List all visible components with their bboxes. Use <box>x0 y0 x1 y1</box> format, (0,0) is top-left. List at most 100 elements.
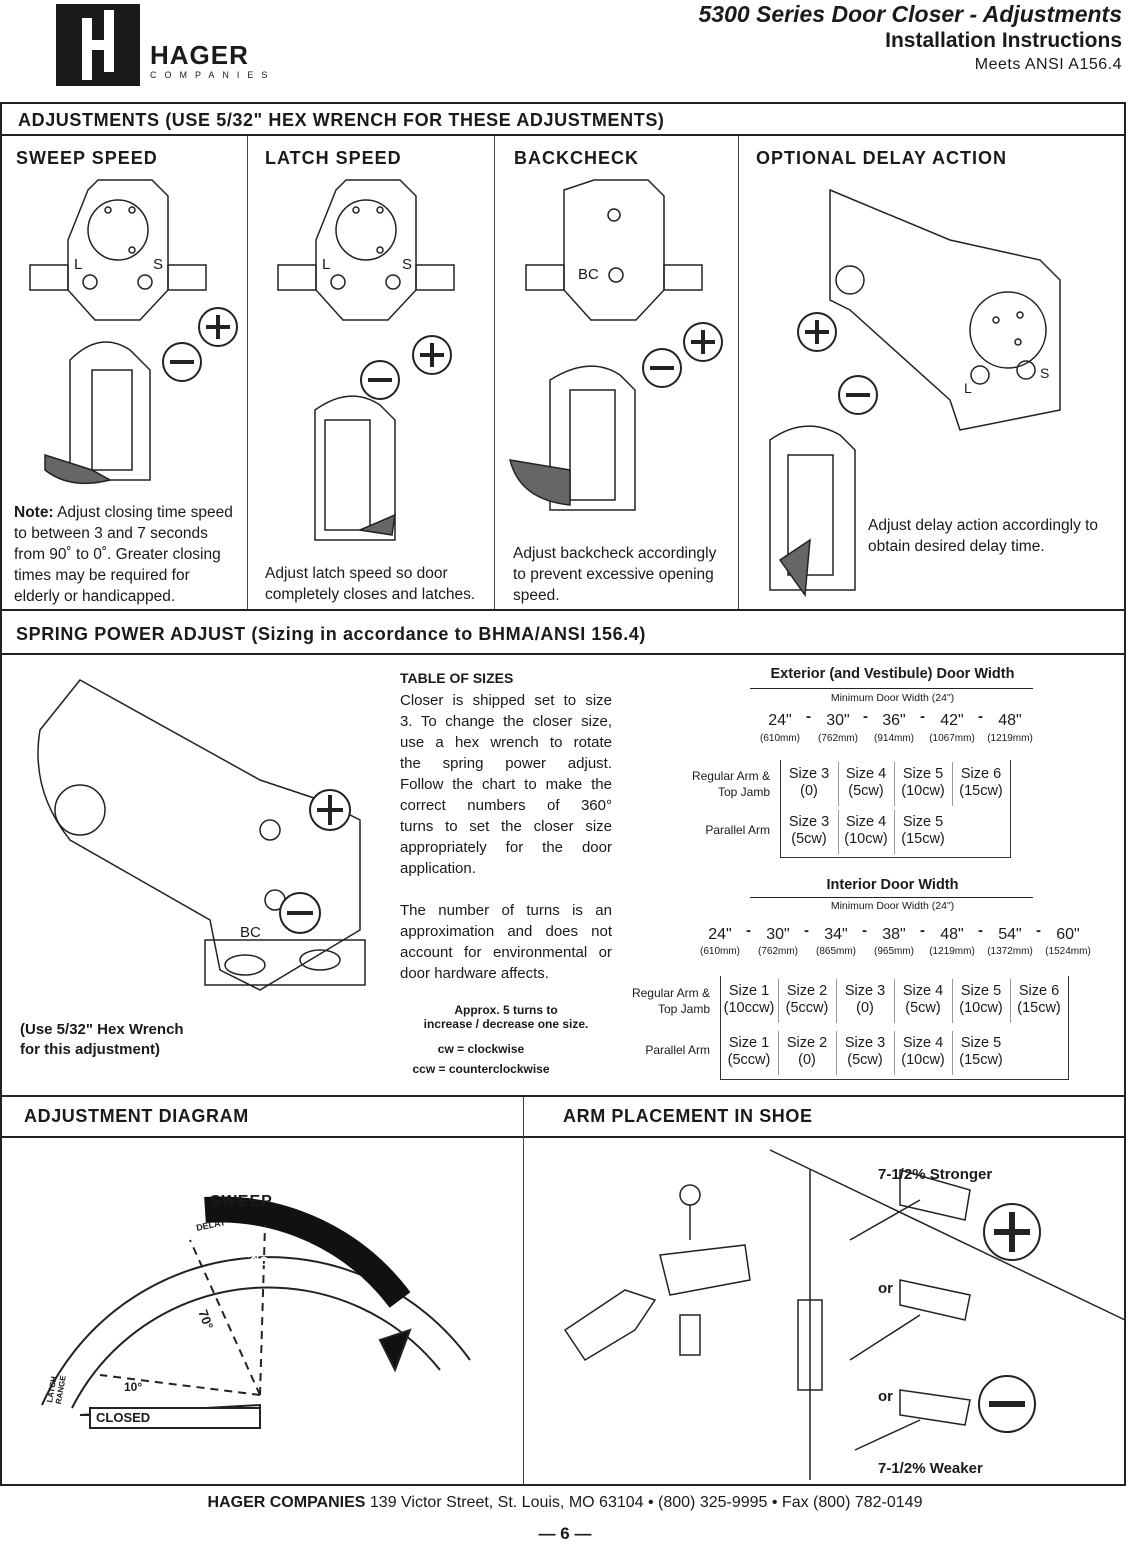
hager-logo-glyph <box>82 10 114 80</box>
spring-bc-label: BC <box>240 924 261 941</box>
shoe-exploded-illustration <box>563 1184 751 1362</box>
size-turns: (10cw) <box>901 1052 945 1068</box>
size-turns: (10ccw) <box>723 1000 775 1016</box>
backcheck-title: BACKCHECK <box>514 148 639 168</box>
width-value: 38" <box>882 926 906 943</box>
width-dash: - <box>862 922 867 939</box>
latch-caption: Adjust latch speed so door completely cl… <box>265 563 475 605</box>
size-turns: (5cw) <box>848 783 884 799</box>
table-border <box>952 762 953 806</box>
size-name: Size 5 <box>960 983 1002 999</box>
size-turns: (15cw) <box>959 1052 1003 1068</box>
valve-label-l: L <box>322 256 331 273</box>
content-frame <box>0 102 1126 1486</box>
standard-label: Meets ANSI A156.4 <box>974 56 1122 73</box>
table-border <box>838 810 839 854</box>
size-name: Size 4 <box>845 766 887 782</box>
caption-line: Adjust backcheck accordingly <box>513 545 717 562</box>
valve-label-s: S <box>1040 365 1050 381</box>
weaker-label: 7-1/2% Weaker <box>878 1460 983 1477</box>
note-line: times may be required for <box>14 567 190 584</box>
page-subtitle: Installation Instructions <box>885 29 1122 52</box>
table-border <box>1010 760 1011 858</box>
para-line: use a hex wrench to rotate <box>400 734 612 751</box>
size-name: Size 1 <box>728 983 770 999</box>
valve-label-l: L <box>964 380 972 396</box>
size-cell: Size 5(10cw) <box>951 983 1011 1017</box>
para-line: Closer is shipped set to size <box>400 692 612 709</box>
footer-company: HAGER COMPANIES <box>207 1494 366 1511</box>
approx-note: Approx. 5 turns to increase / decrease o… <box>400 1003 612 1031</box>
size-cell: Size 3(0) <box>835 983 895 1017</box>
interior-table-title: Interior Door Width <box>826 877 959 893</box>
size-cell: Size 3(5cw) <box>779 814 839 848</box>
width-value: 30" <box>826 712 850 729</box>
row-label-line: Regular Arm & <box>691 769 770 783</box>
size-name: Size 3 <box>788 766 830 782</box>
size-turns: (5cw) <box>905 1000 941 1016</box>
row-label-line: Top Jamb <box>657 1002 710 1016</box>
exterior-table-title: Exterior (and Vestibule) Door Width <box>770 666 1015 682</box>
size-cell: Size 1(10ccw) <box>719 983 779 1017</box>
adjustment-arc-diagram <box>36 1196 472 1429</box>
spring-title: SPRING POWER ADJUST (Sizing in accordanc… <box>16 624 647 644</box>
table-border <box>778 979 779 1023</box>
page-title: 5300 Series Door Closer - Adjustments <box>698 1 1122 27</box>
size-cell: Size 4(5cw) <box>836 766 896 800</box>
table-border <box>1068 976 1069 1080</box>
para-line: correct numbers of 360° <box>400 797 612 814</box>
caption-line: to prevent excessive opening <box>513 566 714 583</box>
width-dash: - <box>746 922 751 939</box>
caption-line: obtain desired delay time. <box>868 538 1045 555</box>
size-turns: (0) <box>798 1052 816 1068</box>
row-label-parallel: Parallel Arm <box>645 1043 710 1057</box>
spring-closer-illustration <box>37 679 366 991</box>
divider <box>523 1097 524 1484</box>
table-border <box>780 857 1010 858</box>
size-cell: Size 6(15cw) <box>951 766 1011 800</box>
size-turns: (10cw) <box>901 783 945 799</box>
size-name: Size 5 <box>902 766 944 782</box>
latch-plus-minus-icon <box>360 335 452 400</box>
backcheck-caption: Adjust backcheck accordingly to prevent … <box>513 543 716 606</box>
table-border <box>894 810 895 854</box>
latch-valve-illustration <box>277 179 455 321</box>
row-label-regular: Regular Arm & Top Jamb <box>606 985 710 1017</box>
divider <box>0 1095 1126 1097</box>
width-mm: (1372mm) <box>987 946 1033 957</box>
para-line: door hardware affects. <box>400 965 549 982</box>
size-cell: Size 5(15cw) <box>893 814 953 848</box>
para-line: the spring power adjust. <box>400 755 612 772</box>
width-mm: (762mm) <box>817 733 858 744</box>
width-mm: (610mm) <box>699 946 740 957</box>
para-line: application. <box>400 860 476 877</box>
exterior-min-width: Minimum Door Width (24") <box>830 692 955 704</box>
logo-text: HAGER <box>150 40 249 70</box>
table-border <box>720 976 721 1080</box>
caption-line: speed. <box>513 587 560 604</box>
divider <box>0 609 1126 611</box>
width-mm: (762mm) <box>757 946 798 957</box>
size-turns: (5ccw) <box>785 1000 829 1016</box>
width-value: 24" <box>768 712 792 729</box>
size-name: Size 2 <box>786 983 828 999</box>
size-cell: Size 4(10cw) <box>893 1035 953 1069</box>
size-turns: (0) <box>856 1000 874 1016</box>
width-dash: - <box>804 922 809 939</box>
size-turns: (15cw) <box>959 783 1003 799</box>
size-name: Size 3 <box>844 1035 886 1051</box>
note-line: to between 3 and 7 seconds <box>14 525 208 542</box>
table-border <box>836 979 837 1023</box>
table-of-sizes-title: TABLE OF SIZES <box>400 670 514 686</box>
diagram-sweep-label: SWEEP <box>210 1193 273 1210</box>
divider <box>247 136 248 609</box>
size-cell: Size 1(5ccw) <box>719 1035 779 1069</box>
size-name: Size 5 <box>960 1035 1002 1051</box>
width-mm: (914mm) <box>873 733 914 744</box>
wrench-note-line: for this adjustment) <box>20 1041 161 1058</box>
width-dash: - <box>806 708 811 725</box>
width-mm: (865mm) <box>815 946 856 957</box>
width-mm: (1219mm) <box>929 946 975 957</box>
table-border <box>894 979 895 1023</box>
size-turns: (5ccw) <box>727 1052 771 1068</box>
